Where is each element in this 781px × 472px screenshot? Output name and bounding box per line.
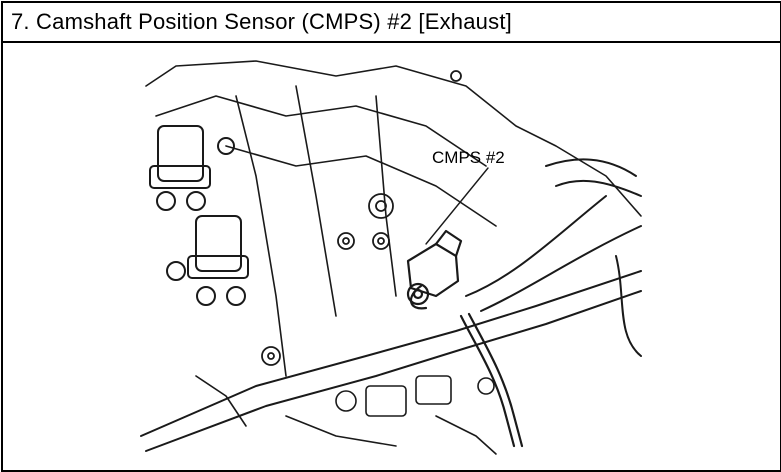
ignition-coil-upper (149, 125, 235, 211)
page-title: 7. Camshaft Position Sensor (CMPS) #2 [E… (11, 9, 512, 34)
callout-leader (425, 167, 489, 245)
tube (140, 270, 642, 452)
cmps-sensor (406, 229, 463, 310)
title-bar: 7. Camshaft Position Sensor (CMPS) #2 [E… (3, 3, 780, 43)
engine-illustration (136, 56, 646, 456)
bolts (261, 70, 462, 366)
wire-harness (459, 312, 524, 448)
hoses (465, 158, 642, 357)
engine-cover-outline (145, 60, 642, 217)
lower-details (195, 375, 497, 455)
ignition-coil-lower (166, 215, 249, 306)
cmps-callout-label: CMPS #2 (432, 148, 505, 167)
